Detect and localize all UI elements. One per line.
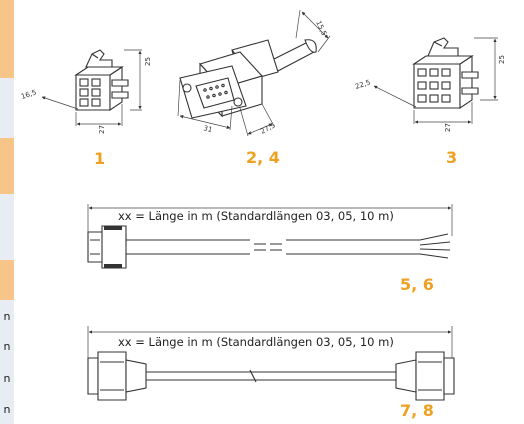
- connector-2-4-dim-w: 31: [203, 124, 214, 134]
- side-strip-orange-1: [0, 0, 14, 78]
- side-strip-light-2: [0, 194, 14, 260]
- connector-1-drawing: [41, 49, 142, 126]
- side-strip-light-1: [0, 78, 14, 138]
- connector-2-4-dim-top: 15,5: [314, 19, 328, 37]
- cable-7-8-drawing: [87, 326, 455, 401]
- connector-1-label: 1: [94, 149, 105, 168]
- connector-3-dim-w: 27: [444, 123, 452, 132]
- connector-2-4-label: 2, 4: [246, 148, 280, 167]
- side-strip-light-3: [0, 300, 14, 424]
- connector-3-dim-d: 22,5: [354, 78, 371, 90]
- side-strip-letter: n: [3, 310, 11, 323]
- cable-7-8-label: 7, 8: [400, 401, 434, 420]
- cable-5-6-drawing: [87, 204, 453, 269]
- connector-2-4-dim-d: 27,5: [259, 121, 277, 135]
- connector-1-dim-d: 16,5: [20, 88, 37, 100]
- side-strip-letter: n: [3, 340, 11, 353]
- cable-5-6-label: 5, 6: [400, 275, 434, 294]
- cable-7-8-caption: xx = Länge in m (Standardlängen 03, 05, …: [118, 335, 394, 349]
- side-strip-letter: n: [3, 372, 11, 385]
- connector-3-label: 3: [446, 148, 457, 167]
- side-strip: n n n n: [0, 0, 14, 424]
- side-strip-orange-3: [0, 260, 14, 300]
- cable-5-6-caption: xx = Länge in m (Standardlängen 03, 05, …: [118, 209, 394, 223]
- connector-1-dim-h: 25: [144, 57, 152, 66]
- side-strip-orange-2: [0, 138, 14, 194]
- connector-1-dim-w: 27: [98, 125, 106, 134]
- connector-3-dim-h: 25: [498, 55, 506, 64]
- side-strip-letter: n: [3, 403, 11, 416]
- connector-2-4-drawing: [177, 9, 331, 137]
- connector-3-drawing: [373, 37, 498, 124]
